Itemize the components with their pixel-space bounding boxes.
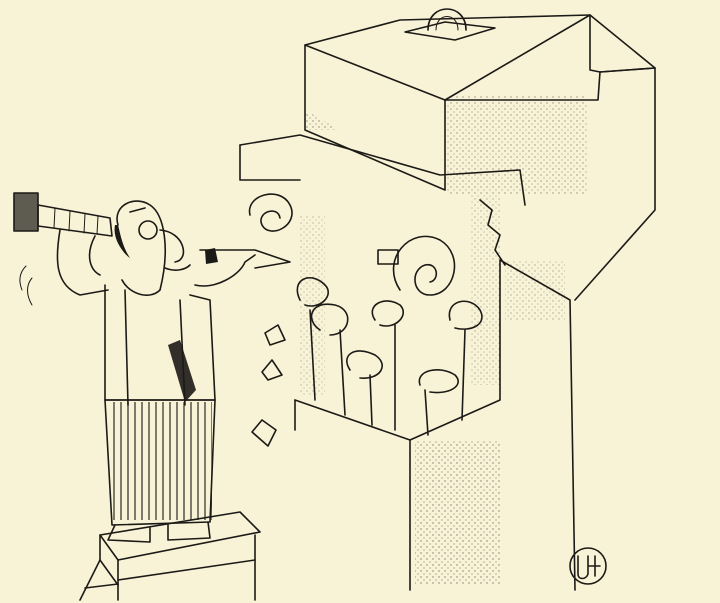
shaft-front-edge — [294, 399, 411, 591]
shirt — [104, 284, 216, 401]
mallet-handle — [37, 204, 113, 237]
acanthus-leaf — [346, 350, 383, 379]
mustache — [164, 264, 191, 271]
capital-rosette — [377, 249, 399, 265]
flying-stone-chips — [251, 324, 286, 447]
stool-top — [99, 511, 261, 561]
volute-spiral-right-icon — [392, 235, 456, 296]
pillar-top-face — [304, 14, 656, 101]
shoe-right — [167, 521, 211, 541]
acanthus-leaf — [371, 300, 404, 327]
ring-base — [404, 21, 496, 41]
pillar-top-front — [304, 44, 446, 191]
corinthian-capital — [248, 193, 506, 436]
shaft-shading — [415, 440, 500, 585]
volute-spiral-left-icon — [248, 193, 293, 232]
stone-chip — [251, 419, 277, 447]
abacus-ledge — [239, 134, 526, 206]
sculptor-head — [116, 200, 166, 296]
raised-arm — [56, 229, 109, 296]
hair — [114, 225, 130, 258]
striped-tie-icon — [168, 340, 196, 402]
acanthus-leaf — [418, 369, 459, 394]
artist-signature-monogram — [569, 547, 607, 585]
chisel-icon — [199, 249, 291, 269]
stone-chip — [261, 359, 283, 381]
pillar-top-edge-shading — [305, 110, 340, 130]
stone-chip — [264, 324, 286, 346]
pillar-top-shading — [447, 95, 587, 195]
forehead — [129, 207, 146, 213]
nose — [159, 229, 185, 263]
chisel-arm — [194, 254, 256, 287]
glasses-icon — [138, 220, 158, 240]
sculptor-figure — [13, 192, 291, 543]
step-stool — [79, 511, 261, 601]
stool-crossbar — [84, 559, 256, 589]
lifting-ring-icon — [427, 8, 467, 31]
pillar-top-side — [444, 14, 656, 301]
